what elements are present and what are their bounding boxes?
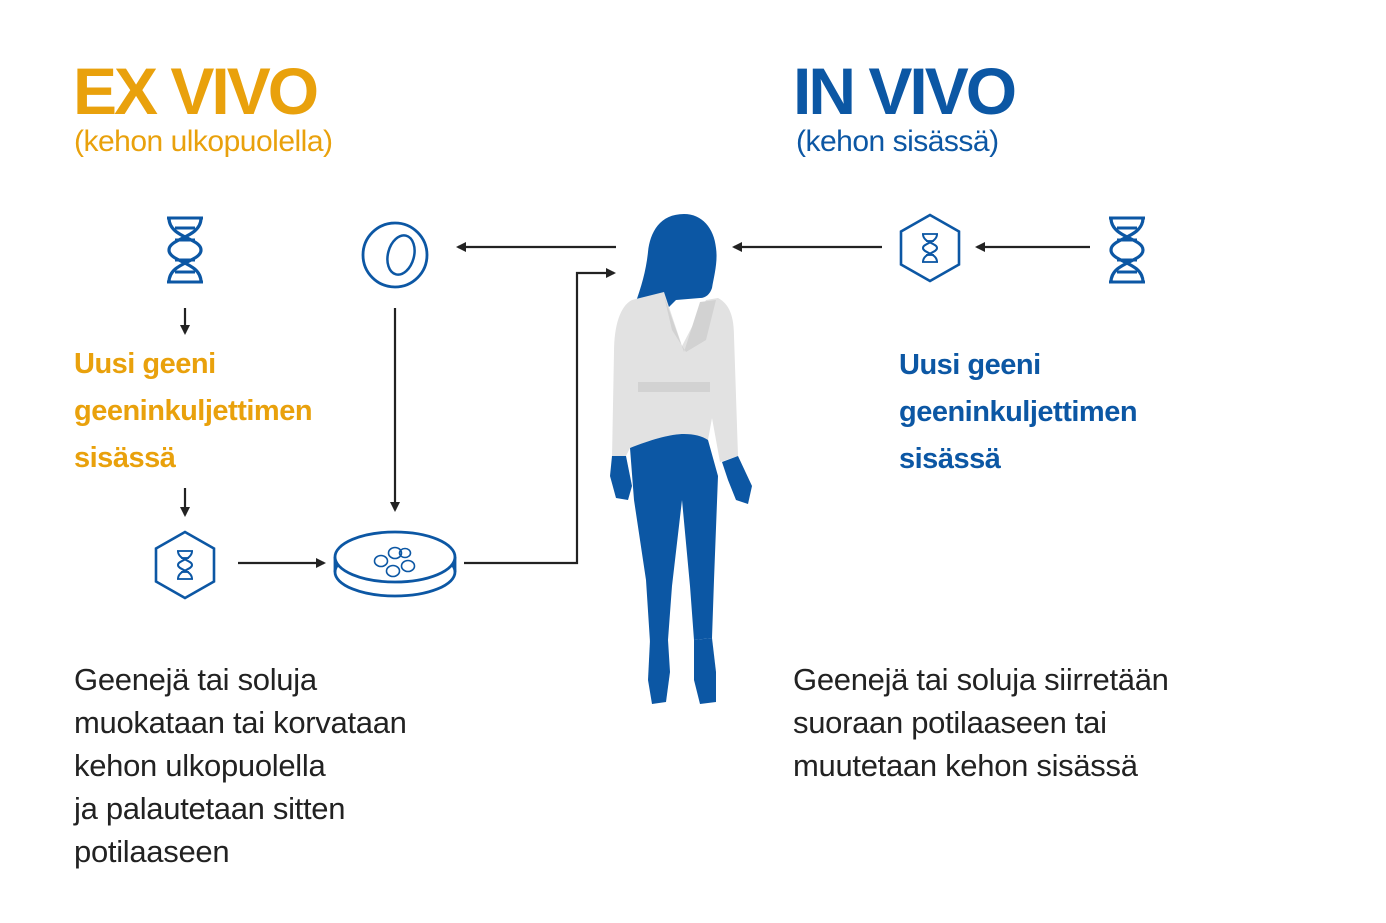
ex-vivo-gene-line: sisässä — [74, 442, 176, 474]
ex-vivo-description-line: Geenejä tai soluja — [74, 662, 317, 697]
in-vivo-description-line: muutetaan kehon sisässä — [793, 748, 1138, 783]
ex-vivo-gene-line: Uusi geeni — [74, 348, 216, 380]
in-vivo-title: IN VIVO — [793, 54, 1017, 128]
arrow-dish-to-patient — [464, 268, 616, 565]
in-vivo-gene-line: sisässä — [899, 443, 1001, 475]
in-vivo-description-line: Geenejä tai soluja siirretään — [793, 662, 1169, 697]
ex-vivo-description: Geenejä tai soluja muokataan tai korvata… — [74, 658, 407, 873]
ex-vivo-description-line: ja palautetaan sitten — [74, 791, 346, 826]
in-vivo-gene-text: Uusi geeni geeninkuljettimen sisässä — [899, 342, 1138, 483]
patient-silhouette-icon — [610, 214, 752, 704]
ex-vivo-vector-icon — [154, 530, 216, 600]
in-vivo-vector-icon — [899, 213, 961, 283]
in-vivo-description-line: suoraan potilaaseen tai — [793, 705, 1107, 740]
in-vivo-gene-line: Uusi geeni — [899, 349, 1041, 381]
ex-vivo-gene-text: Uusi geeni geeninkuljettimen sisässä — [74, 341, 313, 482]
ex-vivo-description-line: kehon ulkopuolella — [74, 748, 326, 783]
ex-vivo-description-line: potilaaseen — [74, 834, 230, 869]
ex-vivo-gene-line: geeninkuljettimen — [74, 395, 313, 427]
petri-dish-icon — [333, 530, 457, 598]
in-vivo-description: Geenejä tai soluja siirretään suoraan po… — [793, 658, 1169, 787]
ex-vivo-dna-icon — [165, 216, 205, 284]
in-vivo-subtitle: (kehon sisässä) — [796, 125, 999, 158]
in-vivo-gene-line: geeninkuljettimen — [899, 396, 1138, 428]
in-vivo-dna-icon — [1107, 216, 1147, 284]
ex-vivo-subtitle: (kehon ulkopuolella) — [74, 125, 333, 158]
ex-vivo-title: EX VIVO — [73, 54, 319, 128]
cell-icon — [361, 221, 429, 289]
ex-vivo-description-line: muokataan tai korvataan — [74, 705, 407, 740]
